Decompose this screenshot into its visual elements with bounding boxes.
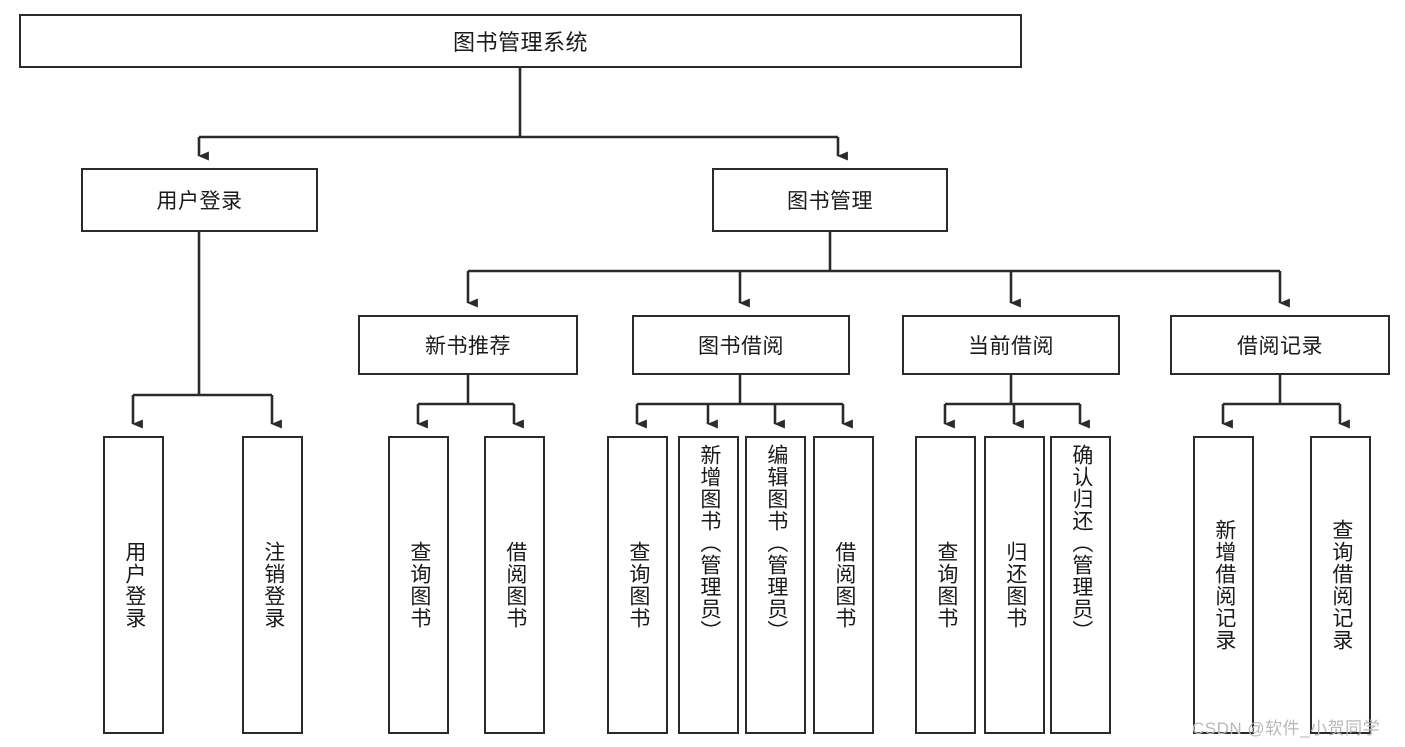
node-label: 图书借阅	[698, 335, 784, 358]
node-label: 新增图书（管理员）	[697, 444, 721, 642]
node-book-management[interactable]: 图书管理	[712, 168, 948, 232]
leaf-confirm-return-admin[interactable]: 确认归还（管理员）	[1050, 436, 1111, 734]
node-new-book-recommend[interactable]: 新书推荐	[358, 315, 578, 375]
leaf-return-book[interactable]: 归还图书	[984, 436, 1045, 734]
node-label: 注销登录	[261, 541, 285, 629]
node-label: 确认归还（管理员）	[1069, 444, 1093, 642]
leaf-edit-book-admin[interactable]: 编辑图书（管理员）	[745, 436, 806, 734]
node-label: 编辑图书（管理员）	[764, 444, 788, 642]
leaf-query-book-2[interactable]: 查询图书	[607, 436, 668, 734]
node-label: 新书推荐	[425, 335, 511, 358]
leaf-user-login[interactable]: 用户登录	[103, 436, 164, 734]
leaf-logout[interactable]: 注销登录	[242, 436, 303, 734]
watermark-credit: CSDN @软件_小贺同学	[1192, 719, 1381, 738]
node-label: 用户登录	[122, 541, 146, 629]
node-label: 新增借阅记录	[1212, 519, 1236, 651]
node-borrow-record[interactable]: 借阅记录	[1170, 315, 1390, 375]
node-label: 查询图书	[626, 541, 650, 629]
node-label: 图书管理	[787, 190, 873, 213]
leaf-query-borrow-record[interactable]: 查询借阅记录	[1310, 436, 1371, 734]
node-label: 归还图书	[1003, 541, 1027, 629]
leaf-add-borrow-record[interactable]: 新增借阅记录	[1193, 436, 1254, 734]
node-book-management-system[interactable]: 图书管理系统	[19, 14, 1022, 68]
node-current-borrow[interactable]: 当前借阅	[902, 315, 1120, 375]
node-book-borrow[interactable]: 图书借阅	[632, 315, 850, 375]
leaf-borrow-book-2[interactable]: 借阅图书	[813, 436, 874, 734]
leaf-add-book-admin[interactable]: 新增图书（管理员）	[678, 436, 739, 734]
node-label: 借阅记录	[1237, 335, 1323, 358]
node-label: 查询借阅记录	[1329, 519, 1353, 651]
node-label: 借阅图书	[832, 541, 856, 629]
node-label: 用户登录	[156, 190, 243, 213]
node-label: 借阅图书	[503, 541, 527, 629]
leaf-borrow-book-1[interactable]: 借阅图书	[484, 436, 545, 734]
leaf-query-book-3[interactable]: 查询图书	[915, 436, 976, 734]
node-label: 查询图书	[407, 541, 431, 629]
node-label: 图书管理系统	[452, 30, 588, 55]
leaf-query-book-1[interactable]: 查询图书	[388, 436, 449, 734]
node-user-login[interactable]: 用户登录	[81, 168, 318, 232]
node-label: 查询图书	[934, 541, 958, 629]
node-label: 当前借阅	[968, 335, 1054, 358]
